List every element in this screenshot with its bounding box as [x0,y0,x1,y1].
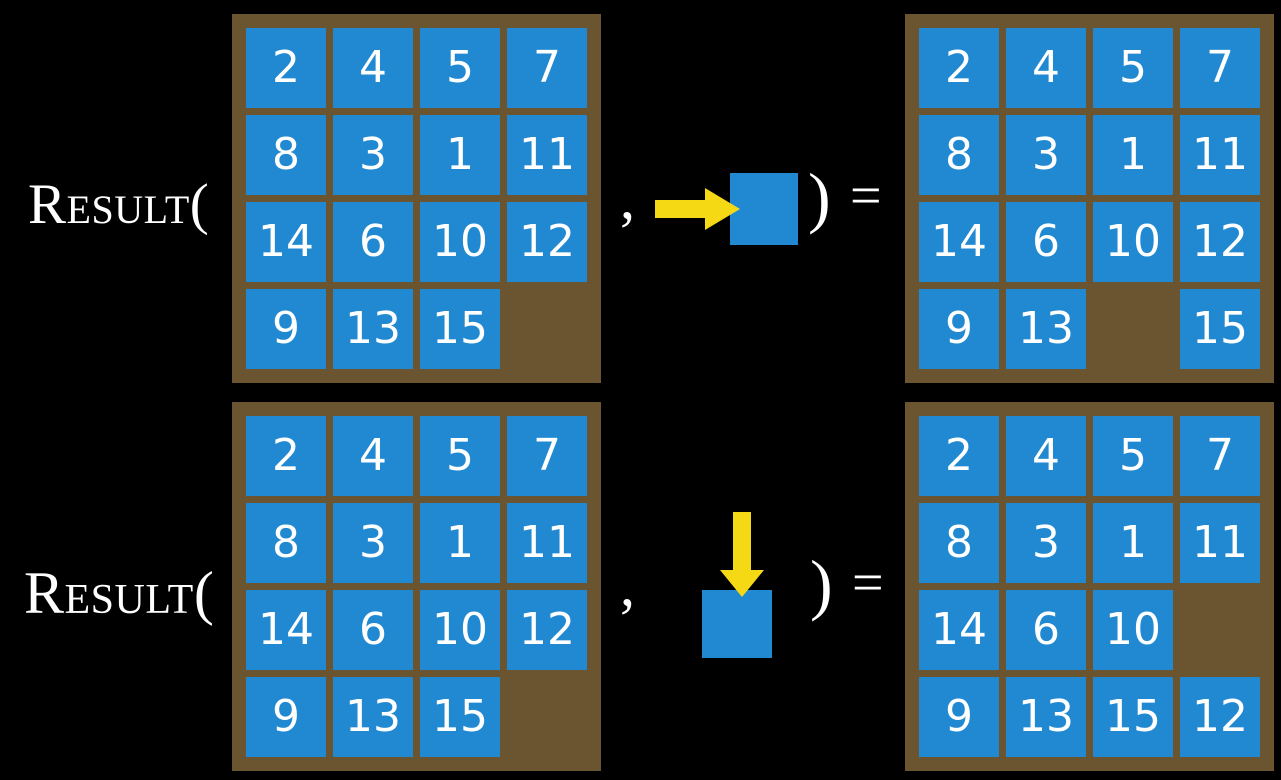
tile[interactable]: 13 [333,677,413,757]
tile[interactable]: 3 [333,115,413,195]
tile[interactable]: 13 [333,289,413,369]
tile[interactable]: 6 [333,202,413,282]
close-paren-row-2: ) [810,546,833,622]
tile[interactable]: 2 [919,28,999,108]
blank-tile[interactable] [507,289,587,369]
tile[interactable]: 10 [1093,590,1173,670]
arrow-down-icon [720,512,764,597]
tile[interactable]: 4 [1006,28,1086,108]
tile[interactable]: 15 [420,289,500,369]
tile[interactable]: 7 [507,416,587,496]
result-function-label-row-1: Result( [28,173,210,236]
tile[interactable]: 2 [246,28,326,108]
tile[interactable]: 4 [333,416,413,496]
tile[interactable]: 14 [246,590,326,670]
tile[interactable]: 2 [919,416,999,496]
tile[interactable]: 12 [1180,202,1260,282]
blank-tile-glyph [730,173,798,245]
board-grid: 2 4 5 7 8 3 1 11 14 6 10 12 9 13 15 [246,416,587,757]
board-grid: 2 4 5 7 8 3 1 11 14 6 10 12 9 13 15 [246,28,587,369]
tile[interactable]: 11 [1180,115,1260,195]
tile[interactable]: 15 [1093,677,1173,757]
tile[interactable]: 15 [1180,289,1260,369]
equals-sign-row-2: = [852,552,884,614]
tile[interactable]: 5 [1093,416,1173,496]
blank-tile[interactable] [507,677,587,757]
tile[interactable]: 13 [1006,289,1086,369]
tile[interactable]: 12 [507,590,587,670]
tile[interactable]: 7 [1180,416,1260,496]
tile[interactable]: 10 [1093,202,1173,282]
tile[interactable]: 5 [420,28,500,108]
move-glyph-row-1 [655,170,805,250]
tile[interactable]: 1 [420,115,500,195]
tile[interactable]: 13 [1006,677,1086,757]
comma-separator-row-2: , [620,552,635,618]
tile[interactable]: 8 [246,115,326,195]
blank-tile[interactable] [1093,289,1173,369]
tile[interactable]: 5 [1093,28,1173,108]
tile[interactable]: 1 [1093,115,1173,195]
tile[interactable]: 8 [919,503,999,583]
tile[interactable]: 1 [1093,503,1173,583]
tile[interactable]: 12 [507,202,587,282]
tile[interactable]: 6 [333,590,413,670]
tile[interactable]: 3 [1006,115,1086,195]
tile[interactable]: 11 [507,115,587,195]
tile[interactable]: 14 [246,202,326,282]
close-paren-row-1: ) [808,159,831,235]
tile[interactable]: 10 [420,590,500,670]
result-function-label-row-2: Result( [24,560,215,626]
input-board-row-2: 2 4 5 7 8 3 1 11 14 6 10 12 9 13 15 [232,402,601,771]
tile[interactable]: 9 [246,289,326,369]
equals-sign-row-1: = [850,165,882,227]
tile[interactable]: 2 [246,416,326,496]
tile[interactable]: 15 [420,677,500,757]
blank-tile[interactable] [1180,590,1260,670]
tile[interactable]: 7 [507,28,587,108]
input-board-row-1: 2 4 5 7 8 3 1 11 14 6 10 12 9 13 15 [232,14,601,383]
tile[interactable]: 8 [919,115,999,195]
tile[interactable]: 6 [1006,590,1086,670]
tile[interactable]: 10 [420,202,500,282]
blank-tile-glyph [702,590,772,658]
tile[interactable]: 9 [919,289,999,369]
tile[interactable]: 7 [1180,28,1260,108]
tile[interactable]: 14 [919,202,999,282]
board-grid: 2 4 5 7 8 3 1 11 14 6 10 12 9 13 15 [919,28,1260,369]
comma-separator-row-1: , [620,165,635,231]
output-board-row-2: 2 4 5 7 8 3 1 11 14 6 10 9 13 15 12 [905,402,1274,771]
tile[interactable]: 9 [246,677,326,757]
move-glyph-row-2 [695,512,795,667]
tile[interactable]: 5 [420,416,500,496]
tile[interactable]: 11 [507,503,587,583]
tile[interactable]: 4 [1006,416,1086,496]
arrow-right-icon [655,188,740,230]
tile[interactable]: 9 [919,677,999,757]
tile[interactable]: 3 [1006,503,1086,583]
output-board-row-1: 2 4 5 7 8 3 1 11 14 6 10 12 9 13 15 [905,14,1274,383]
tile[interactable]: 11 [1180,503,1260,583]
tile[interactable]: 1 [420,503,500,583]
tile[interactable]: 6 [1006,202,1086,282]
tile[interactable]: 12 [1180,677,1260,757]
tile[interactable]: 4 [333,28,413,108]
board-grid: 2 4 5 7 8 3 1 11 14 6 10 9 13 15 12 [919,416,1260,757]
tile[interactable]: 3 [333,503,413,583]
tile[interactable]: 14 [919,590,999,670]
tile[interactable]: 8 [246,503,326,583]
